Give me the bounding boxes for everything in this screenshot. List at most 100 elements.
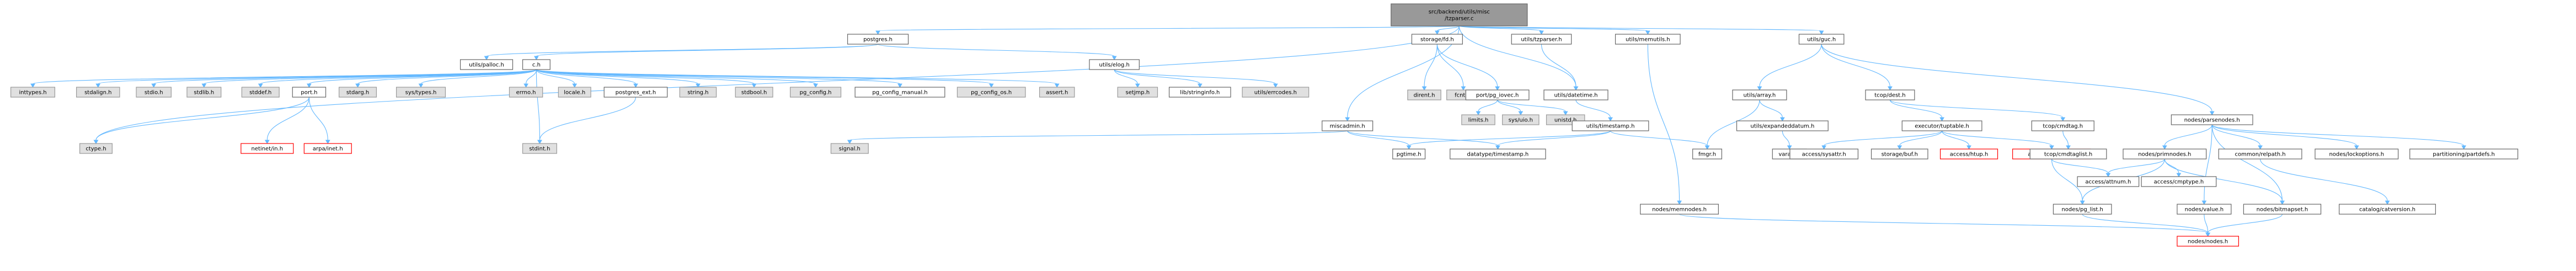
node-c-h[interactable]: c.h [522, 59, 551, 70]
node-pg-config-manual[interactable]: pg_config_manual.h [854, 87, 945, 98]
node-pg-config[interactable]: pg_config.h [790, 87, 842, 98]
edge-tcop-dest-to-executor-tuptable [1889, 99, 1944, 121]
edge-arrowhead [988, 83, 994, 88]
node-executor-tuptable[interactable]: executor/tuptable.h [1901, 120, 1982, 131]
node-stdbool[interactable]: stdbool.h [735, 87, 773, 98]
node-locale[interactable]: locale.h [558, 87, 591, 98]
edge-arrowhead [30, 83, 35, 88]
node-tcop-cmdtaglist[interactable]: tcop/cmdtaglist.h [2029, 148, 2107, 160]
node-access-sysattr[interactable]: access/sysattr.h [1789, 148, 1859, 160]
node-utils-timestamp[interactable]: utils/timestamp.h [1572, 120, 1649, 131]
node-label: catalog/catversion.h [2359, 207, 2415, 213]
node-box [1789, 148, 1859, 160]
node-box [2315, 148, 2399, 160]
node-stdlib[interactable]: stdlib.h [186, 87, 222, 98]
node-postgres-ext[interactable]: postgres_ext.h [603, 87, 668, 98]
node-catalog-catversion[interactable]: catalog/catversion.h [2339, 204, 2436, 215]
node-tcop-dest[interactable]: tcop/dest.h [1865, 89, 1915, 100]
node-assert[interactable]: assert.h [1039, 87, 1075, 98]
node-box [1615, 34, 1681, 45]
node-utils-palloc[interactable]: utils/palloc.h [459, 59, 514, 70]
edge-utils-datetime-to-utils-timestamp [1575, 99, 1613, 121]
node-utils-tzparser[interactable]: utils/tzparser.h [1511, 34, 1572, 45]
node-port-h[interactable]: port.h [292, 87, 327, 98]
edge-arrowhead [2162, 145, 2167, 150]
node-access-attnum[interactable]: access/attnum.h [2077, 176, 2140, 187]
node-box [509, 87, 543, 98]
node-stdarg[interactable]: stdarg.h [339, 87, 377, 98]
node-stdalign[interactable]: stdalign.h [76, 87, 120, 98]
node-label: utils/expandeddatum.h [1750, 124, 1814, 130]
node-access-cmptype[interactable]: access/cmptype.h [2141, 176, 2217, 187]
node-label: utils/array.h [1744, 93, 1776, 99]
edge-utils-timestamp-to-datatype-timestamp [1495, 130, 1611, 150]
node-pg-config-os[interactable]: pg_config_os.h [956, 87, 1026, 98]
edge-arrowhead [95, 83, 101, 88]
node-label: storage/fd.h [1420, 37, 1454, 43]
node-nodes-value[interactable]: nodes/value.h [2177, 204, 2232, 215]
node-stdio[interactable]: stdio.h [136, 87, 172, 98]
node-utils-expandeddatum[interactable]: utils/expandeddatum.h [1736, 120, 1829, 131]
node-stddef[interactable]: stddef.h [241, 87, 280, 98]
node-storage-buf[interactable]: storage/buf.h [1870, 148, 1928, 160]
node-limits[interactable]: limits.h [1461, 114, 1495, 125]
node-signal[interactable]: signal.h [830, 143, 869, 154]
edge-c-h-to-stdbool [536, 69, 757, 88]
node-datatype-timestamp[interactable]: datatype/timestamp.h [1450, 148, 1546, 160]
node-label: nodes/bitmapset.h [2257, 207, 2308, 213]
node-ctype[interactable]: ctype.h [79, 143, 113, 154]
edge-arrowhead [93, 140, 99, 144]
node-label: netinet/in.h [252, 146, 284, 152]
node-storage-fd[interactable]: storage/fd.h [1411, 34, 1463, 45]
node-nodes-primnodes[interactable]: nodes/primnodes.h [2123, 148, 2207, 160]
node-sys-types[interactable]: sys/types.h [396, 87, 446, 98]
node-sys-uio[interactable]: sys/uio.h [1502, 114, 1540, 125]
edge-arrowhead [1421, 86, 1427, 91]
node-access-htup[interactable]: access/htup.h [1939, 148, 1998, 160]
node-nodes-nodes[interactable]: nodes/nodes.h [2177, 236, 2239, 247]
edge-line [2211, 124, 2357, 146]
edge-storage-fd-to-fcntl [1436, 44, 1466, 91]
edge-c-h-to-string-h [536, 69, 701, 88]
node-port-pg-iovec[interactable]: port/pg_iovec.h [1465, 89, 1530, 100]
node-netinet-in[interactable]: netinet/in.h [241, 143, 294, 154]
node-utils-elog[interactable]: utils/elog.h [1089, 59, 1140, 70]
node-setjmp[interactable]: setjmp.h [1117, 87, 1158, 98]
node-errno[interactable]: errno.h [509, 87, 543, 98]
node-dirent[interactable]: dirent.h [1407, 89, 1441, 100]
node-root[interactable]: src/backend/utils/misc/tzparser.c [1391, 3, 1528, 26]
node-pgtime[interactable]: pgtime.h [1392, 148, 1426, 160]
node-partitioning-partdefs[interactable]: partitioning/partdefs.h [2409, 148, 2519, 160]
edge-utils-elog-to-setjmp [1114, 69, 1140, 88]
node-utils-errcodes[interactable]: utils/errcodes.h [1242, 87, 1310, 98]
node-utils-datetime[interactable]: utils/datetime.h [1543, 89, 1608, 100]
node-stdint[interactable]: stdint.h [522, 143, 557, 154]
node-miscadmin[interactable]: miscadmin.h [1322, 120, 1373, 131]
node-label: c.h [532, 62, 541, 68]
node-box [292, 87, 327, 98]
node-label: port.h [301, 90, 317, 96]
node-common-relpath[interactable]: common/relpath.h [2218, 148, 2302, 160]
edge-arrowhead [264, 140, 270, 144]
node-string-h[interactable]: string.h [679, 87, 717, 98]
node-tcop-cmdtag[interactable]: tcop/cmdtag.h [2031, 120, 2094, 131]
node-utils-array[interactable]: utils/array.h [1732, 89, 1787, 100]
node-nodes-bitmapset[interactable]: nodes/bitmapset.h [2243, 204, 2322, 215]
edge-arrowhead [1573, 86, 1579, 91]
edge-line [849, 130, 1348, 141]
edge-line [1424, 44, 1437, 87]
node-nodes-parsenodes[interactable]: nodes/parsenodes.h [2171, 114, 2253, 125]
node-arpa-inet[interactable]: arpa/inet.h [303, 143, 352, 154]
node-inttypes[interactable]: inttypes.h [10, 87, 56, 98]
edge-arrowhead [151, 83, 157, 88]
node-box [1465, 89, 1530, 100]
node-utils-guc[interactable]: utils/guc.h [1798, 34, 1845, 45]
node-utils-memutils[interactable]: utils/memutils.h [1615, 34, 1681, 45]
node-nodes-pg-list[interactable]: nodes/pg_list.h [2053, 204, 2112, 215]
node-fmgr[interactable]: fmgr.h [1692, 148, 1722, 160]
node-nodes-lockoptions[interactable]: nodes/lockoptions.h [2315, 148, 2399, 160]
node-lib-stringinfo[interactable]: lib/stringinfo.h [1168, 87, 1231, 98]
node-postgres[interactable]: postgres.h [847, 34, 909, 45]
node-nodes-memnodes[interactable]: nodes/memnodes.h [1640, 204, 1719, 215]
